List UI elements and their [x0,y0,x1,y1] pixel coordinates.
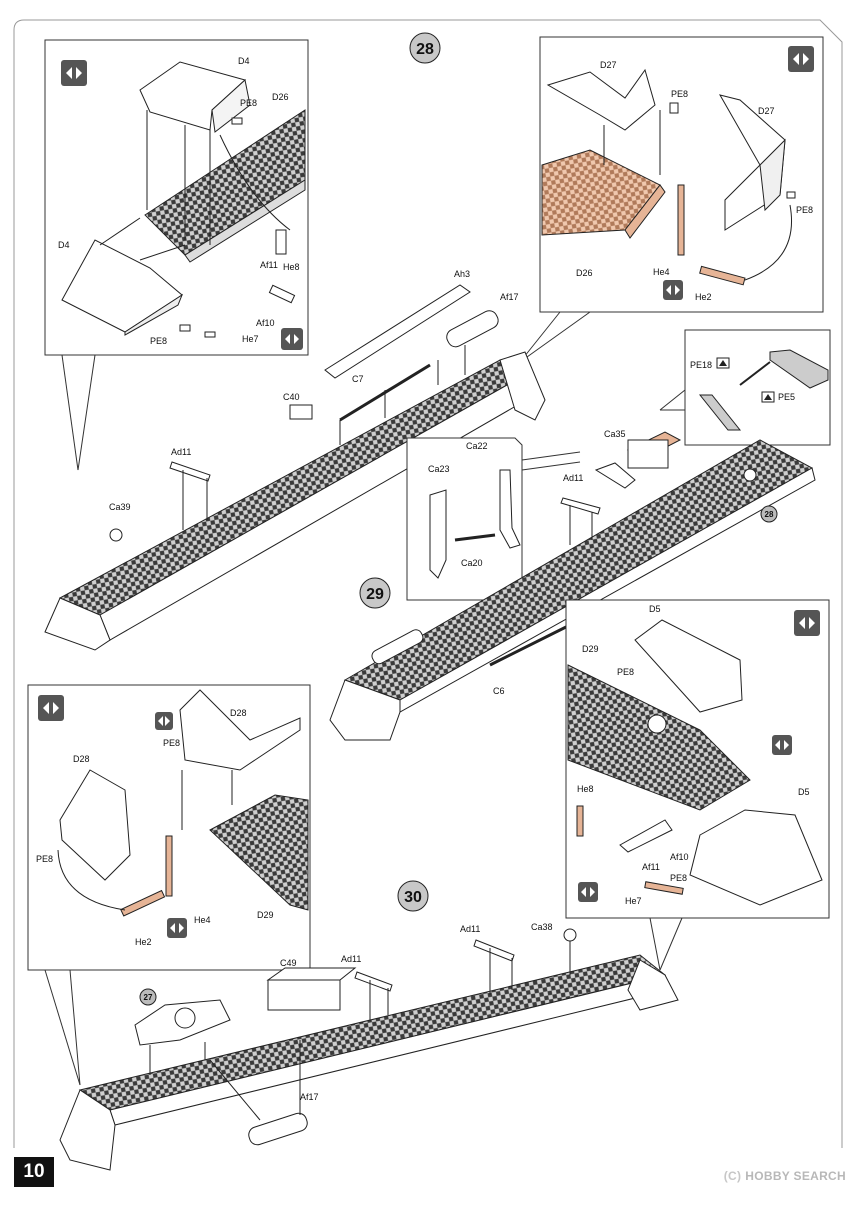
label-PE8: PE8 [36,854,53,864]
label-PE8: PE8 [150,336,167,346]
label-He4: He4 [194,915,211,925]
label-He8: He8 [283,262,300,272]
label-Ca22: Ca22 [466,441,488,451]
alt-view-icon [38,695,64,721]
roof-icon [761,391,775,403]
label-D26: D26 [576,268,593,278]
label-Ca20: Ca20 [461,558,483,568]
label-D5: D5 [798,787,810,797]
label-He4: He4 [653,267,670,277]
inset-29-ca-parts: Ca22 Ca23 Ca20 [406,437,581,601]
label-PE8: PE8 [163,738,180,748]
svg-text:30: 30 [404,889,422,906]
label-He2: He2 [695,292,712,302]
label-Af17: Af17 [500,292,519,302]
chassis-step-30: 27 C49 Ad11 Ad11 Ca38 Af17 [59,922,679,1171]
alt-view-icon [281,328,303,350]
label-D29: D29 [257,910,274,920]
label-PE8: PE8 [671,89,688,99]
roof-icon [716,357,730,369]
svg-text:29: 29 [366,586,384,603]
label-PE8: PE8 [796,205,813,215]
label-D27: D27 [600,60,617,70]
label-C49: C49 [280,958,297,968]
label-C7: C7 [352,374,364,384]
page-number: 10 [14,1157,54,1187]
alt-view-icon [155,712,173,730]
svg-text:28: 28 [416,41,434,58]
alt-view-icon [61,60,87,86]
label-He7: He7 [625,896,642,906]
label-Ca38: Ca38 [531,922,553,932]
alt-view-icon [788,46,814,72]
inset-pe18-pe5: PE18 PE5 [659,329,831,446]
label-PE8: PE8 [240,98,257,108]
svg-text:27: 27 [144,993,153,1002]
label-PE18: PE18 [690,360,712,370]
watermark-prefix: (C) [723,1169,742,1183]
label-Af17: Af17 [300,1092,319,1102]
chassis-step-29: 28 Ca35 Ad11 C6 [329,429,816,741]
label-Ca35: Ca35 [604,429,626,439]
label-Ad11: Ad11 [460,924,480,934]
label-Af11: Af11 [642,862,660,872]
label-Ad11: Ad11 [341,954,361,964]
label-C6: C6 [493,686,505,696]
step-badge-30: 30 [397,880,429,912]
label-D26: D26 [272,92,289,102]
label-He8: He8 [577,784,594,794]
inset-30-left: D28 PE8 D28 PE8 He4 D29 He2 [27,684,311,1086]
label-D27: D27 [758,106,775,116]
label-He2: He2 [135,937,152,947]
alt-view-icon [167,918,187,938]
label-PE8: PE8 [670,873,687,883]
step-badge-28: 28 [409,32,441,64]
alt-view-icon [794,610,820,636]
alt-view-icon [663,280,683,300]
page-border [13,19,843,1148]
label-Ad11: Ad11 [171,447,191,457]
inset-28-right: D27 PE8 D27 PE8 D26 He4 He2 [519,36,824,363]
label-C40: C40 [283,392,300,402]
label-Af10: Af10 [670,852,689,862]
alt-view-icon [772,735,792,755]
step-ref-27: 27 [139,988,157,1006]
inset-28-left: D4 PE8 D26 D4 He8 Af11 Af10 PE8 He7 [44,39,309,471]
label-Ah3: Ah3 [454,269,470,279]
step-badge-29: 29 [359,577,391,609]
step-ref-28: 28 [760,505,778,523]
watermark: (C)HOBBY SEARCH [724,1169,846,1183]
label-Af10: Af10 [256,318,275,328]
watermark-text: HOBBY SEARCH [745,1169,846,1183]
inset-29-right: D5 D29 PE8 D5 He8 Af11 Af10 PE8 He7 [565,599,830,971]
label-D28: D28 [73,754,90,764]
label-D28: D28 [230,708,247,718]
label-Ca39: Ca39 [109,502,131,512]
alt-view-icon [578,882,598,902]
label-D4: D4 [238,56,250,66]
label-D4: D4 [58,240,70,250]
label-D5: D5 [649,604,661,614]
svg-text:28: 28 [765,510,774,519]
label-PE5: PE5 [778,392,795,402]
label-Ad11: Ad11 [563,473,583,483]
label-PE8: PE8 [617,667,634,677]
label-Ca23: Ca23 [428,464,450,474]
label-He7: He7 [242,334,259,344]
label-D29: D29 [582,644,599,654]
label-Af11: Af11 [260,260,278,270]
